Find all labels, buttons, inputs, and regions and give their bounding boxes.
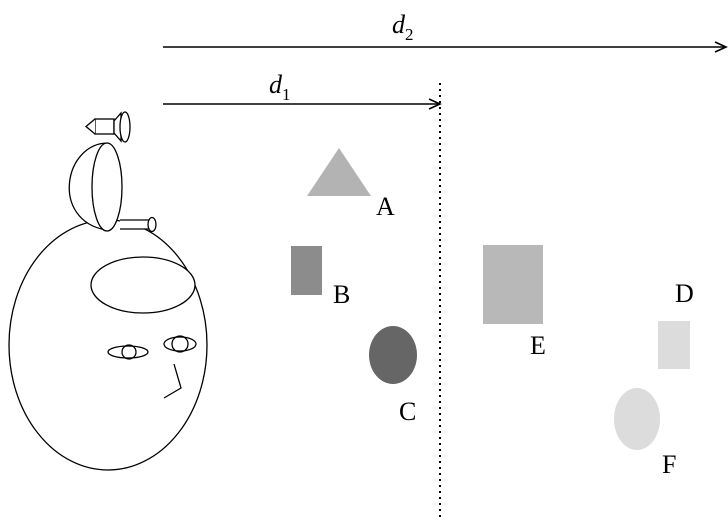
d2-symbol: d [392,10,406,39]
object-a-label: A [376,192,395,221]
d2-label: d2 [392,10,414,44]
camera-lens-barrel [113,111,122,143]
right-pupil [171,335,189,353]
side-rod [120,219,152,230]
camera-lens [119,111,131,143]
d1-subscript: 1 [282,85,291,104]
camera-body [94,118,115,135]
forehead-shape [90,256,196,314]
object-c-label: C [399,397,416,426]
left-pupil [121,344,137,360]
object-f-label: F [662,450,676,479]
d1-label: d1 [269,70,291,104]
right-eye [163,336,197,352]
object-f-ellipse [614,388,660,450]
object-b-label: B [333,280,350,309]
helmet-rim [91,142,123,232]
object-b-rectangle [291,246,322,295]
object-c-ellipse [369,326,417,384]
camera-nose [84,118,96,135]
side-rod-cap [147,216,157,233]
d2-subscript: 2 [405,25,414,44]
object-e-label: E [530,331,546,360]
object-d-label: D [675,279,694,308]
object-d-rectangle [658,321,690,369]
head-with-camera-icon [8,111,208,471]
object-e-rectangle [483,245,543,324]
d1-symbol: d [269,70,283,99]
head-outline [8,219,208,471]
nose [163,363,182,399]
left-eye [107,345,149,359]
object-a-triangle [307,148,371,196]
